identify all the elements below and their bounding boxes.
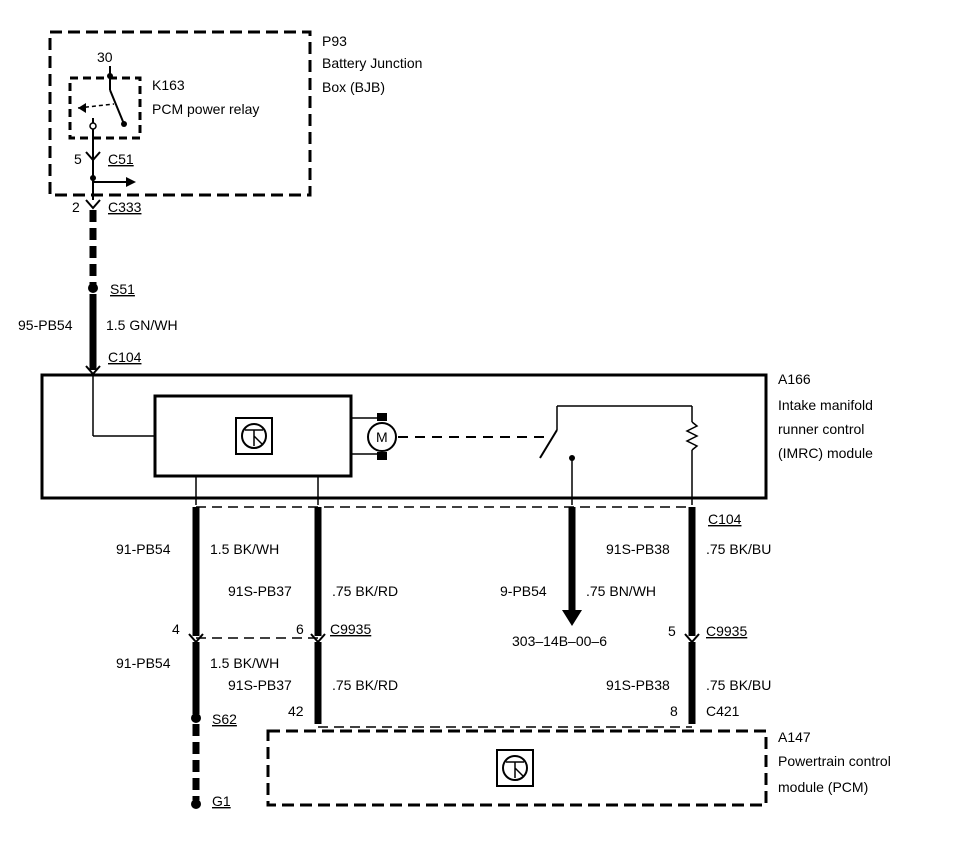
k163-pin30: 30: [97, 49, 113, 65]
k163-contact-node: [121, 121, 127, 127]
a166-ecu-transistor-lines: [245, 429, 263, 446]
c51-node: [90, 175, 96, 181]
resistor-icon: [685, 421, 699, 451]
a166-ecu-icon-frame: [235, 417, 273, 455]
wire-91s-pb37-circuit: 91S-PB37: [228, 583, 292, 599]
p93-desc-line2: Box (BJB): [322, 79, 385, 95]
c51-connector-icon: [85, 151, 101, 162]
a166-electronic-unit: [153, 394, 353, 478]
s62-splice-node: [191, 713, 201, 723]
wire-95-pb54-spec: 1.5 GN/WH: [106, 317, 178, 333]
k163-coil-link: [77, 103, 115, 109]
switch-blade: [539, 429, 558, 459]
motor-label: M: [376, 429, 388, 445]
k163-contact-arm: [109, 89, 125, 125]
wire-9-pb54-arrow-icon: [562, 610, 582, 626]
p93-bjb-outline: [48, 30, 312, 197]
p93-desc-line1: Battery Junction: [322, 55, 422, 71]
s51-label: S51: [110, 281, 135, 297]
a147-pcm-outline: [266, 729, 768, 807]
a166-desc-line3: (IMRC) module: [778, 445, 873, 461]
a147-pcm-icon-frame: [496, 749, 534, 787]
k163-desc: PCM power relay: [152, 101, 259, 117]
g1-ground-icon: [191, 799, 201, 809]
a147-pcm-transistor-icon: [502, 755, 528, 781]
a147-desc-line2: module (PCM): [778, 779, 868, 795]
k163-arrow-icon: [78, 103, 86, 113]
k163-pin30-node: [107, 73, 113, 79]
a166-imrc-module-outline: [40, 373, 768, 500]
motor-brush-top: [377, 413, 387, 421]
k163-label: K163: [152, 77, 185, 93]
wire-91-pb54-lower-circuit: 91-PB54: [116, 655, 171, 671]
wire-9-pb54-circuit: 9-PB54: [500, 583, 547, 599]
wire-91-pb54-lower-spec: 1.5 BK/WH: [210, 655, 279, 671]
motor-icon: [367, 422, 397, 452]
s62-label: S62: [212, 711, 237, 727]
a166-label: A166: [778, 371, 811, 387]
k163-output-node: [89, 122, 97, 130]
pin-6-label: 6: [296, 621, 304, 637]
pin-4-label: 4: [172, 621, 180, 637]
pin-5-c9935-label: 5: [668, 623, 676, 639]
c333-label: C333: [108, 199, 142, 215]
wire-91s-pb38-spec: .75 BK/BU: [706, 541, 771, 557]
wire-91s-pb38-circuit: 91S-PB38: [606, 541, 670, 557]
wire-9-pb54-spec: .75 BN/WH: [586, 583, 656, 599]
a166-desc-line1: Intake manifold: [778, 397, 873, 413]
a166-ecu-transistor-icon: [241, 423, 267, 449]
c333-connector-icon: [85, 199, 101, 210]
wire-91s-pb38-lower-spec: .75 BK/BU: [706, 677, 771, 693]
wire-91-pb54-circuit: 91-PB54: [116, 541, 171, 557]
pin-42-label: 42: [288, 703, 304, 719]
wire-91s-pb37-spec: .75 BK/RD: [332, 583, 398, 599]
g1-label: G1: [212, 793, 231, 809]
reference-label: 303–14B–00–6: [512, 633, 607, 649]
c9935-right-label: C9935: [706, 623, 747, 639]
c51-label: C51: [108, 151, 134, 167]
a147-desc-line1: Powertrain control: [778, 753, 891, 769]
wire-91-pb54-spec: 1.5 BK/WH: [210, 541, 279, 557]
motor-brush-bottom: [377, 452, 387, 460]
wire-95-pb54-circuit: 95-PB54: [18, 317, 73, 333]
c333-pin-label: 2: [72, 199, 80, 215]
s51-splice-node: [88, 283, 98, 293]
a147-label: A147: [778, 729, 811, 745]
wire-91s-pb37-lower-spec: .75 BK/RD: [332, 677, 398, 693]
pin-5-label: 5: [74, 151, 82, 167]
c51-branch-arrow-icon: [126, 177, 136, 187]
c9935-left-label: C9935: [330, 621, 371, 637]
pin-8-label: 8: [670, 703, 678, 719]
c104-top-label: C104: [108, 349, 142, 365]
wire-91s-pb37-lower-circuit: 91S-PB37: [228, 677, 292, 693]
c421-label: C421: [706, 703, 740, 719]
a147-pcm-transistor-lines: [506, 761, 524, 778]
wire-91s-pb38-lower-circuit: 91S-PB38: [606, 677, 670, 693]
a166-desc-line2: runner control: [778, 421, 864, 437]
c104-bottom-label: C104: [708, 511, 742, 527]
p93-label: P93: [322, 33, 347, 49]
